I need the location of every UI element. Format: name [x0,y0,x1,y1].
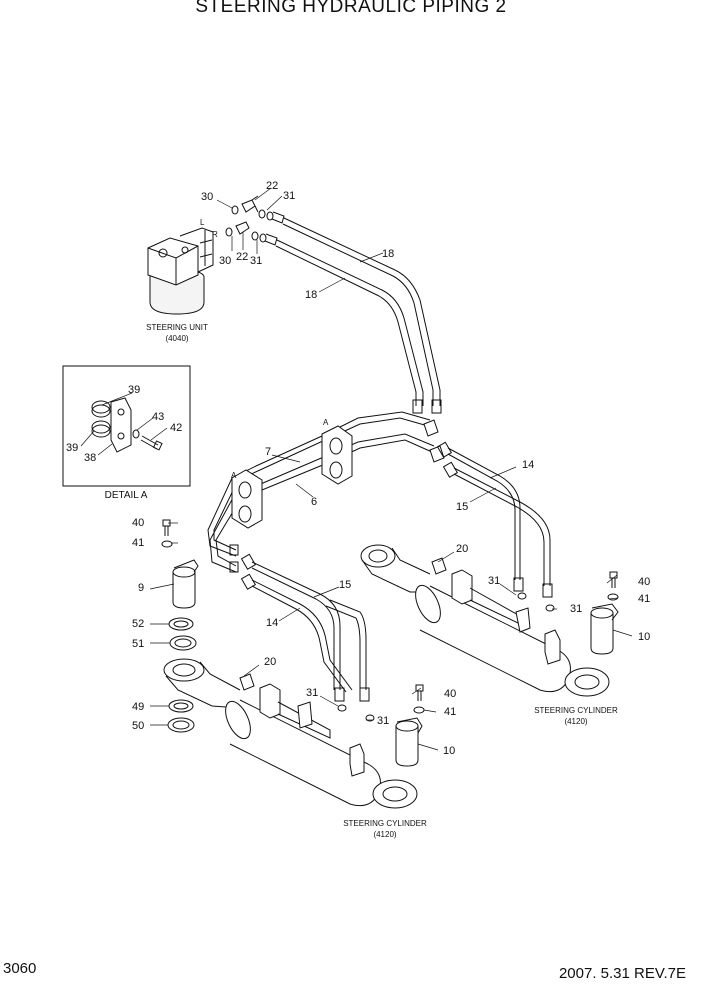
callout-6: 6 [311,496,317,508]
caption-cylinder-right-ref: (4120) [564,717,587,726]
callout-39: 39 [128,384,140,396]
steering-unit [147,227,214,315]
callout-22: 22 [236,251,248,263]
left-pin-parts [161,519,199,733]
callout-22: 22 [266,180,278,192]
callout-51: 51 [132,638,144,650]
callout-a: A [323,418,329,427]
callout-10: 10 [443,745,455,757]
callout-20: 20 [264,656,276,668]
callout-7: 7 [265,446,271,458]
callout-40: 40 [132,517,144,529]
callout-10: 10 [638,631,650,643]
page-number: 3060 [3,960,37,977]
steering-cylinder-right [360,544,610,697]
callout-31: 31 [377,715,389,727]
callout-30: 30 [219,255,231,267]
callouts: 30 22 31 30 22 31 18 18 39 43 42 39 38 A… [66,180,650,757]
callout-15: 15 [339,579,351,591]
caption-cylinder-left-ref: (4120) [373,830,396,839]
callout-15: 15 [456,501,468,513]
callout-18: 18 [305,289,317,301]
callout-42: 42 [170,422,182,434]
callout-31: 31 [570,603,582,615]
caption-steering-unit: STEERING UNIT [146,323,208,332]
callout-31: 31 [306,687,318,699]
steering-cylinder-left [163,658,418,809]
detail-a-parts [91,397,163,453]
port-letter-r: R [212,230,218,239]
revision-date: 2007. 5.31 REV.7E [558,965,686,982]
callout-31: 31 [488,575,500,587]
callout-31: 31 [283,190,295,202]
callout-31: 31 [250,255,262,267]
callout-a: A [231,471,237,480]
callout-43: 43 [152,411,164,423]
callout-50: 50 [132,720,144,732]
callout-41: 41 [638,593,650,605]
callout-40: 40 [444,688,456,700]
hose-14-15-right [436,441,553,598]
callout-18: 18 [382,248,394,260]
page-title: STEERING HYDRAULIC PIPING 2 [195,0,507,17]
caption-detail-a: DETAIL A [105,490,148,501]
callout-30: 30 [201,191,213,203]
callout-14: 14 [266,617,278,629]
callout-14: 14 [522,459,534,471]
callout-40: 40 [638,576,650,588]
callout-39: 39 [66,442,78,454]
caption-steering-unit-ref: (4040) [165,334,188,343]
callout-49: 49 [132,701,144,713]
callout-41: 41 [132,537,144,549]
callout-52: 52 [132,618,144,630]
callout-9: 9 [138,582,144,594]
leader-lines [80,187,633,751]
callout-38: 38 [84,452,96,464]
callout-41: 41 [444,706,456,718]
caption-cylinder-right: STEERING CYLINDER [534,706,618,715]
pipe-assembly [207,411,445,573]
hose-14-15-left [240,553,370,702]
hose-18 [275,217,442,414]
callout-20: 20 [456,543,468,555]
port-letter-l: L [200,218,205,227]
caption-cylinder-left: STEERING CYLINDER [343,819,427,828]
right-pin-parts [395,571,619,767]
unit-fittings [225,195,285,246]
detail-a-frame [62,365,191,487]
